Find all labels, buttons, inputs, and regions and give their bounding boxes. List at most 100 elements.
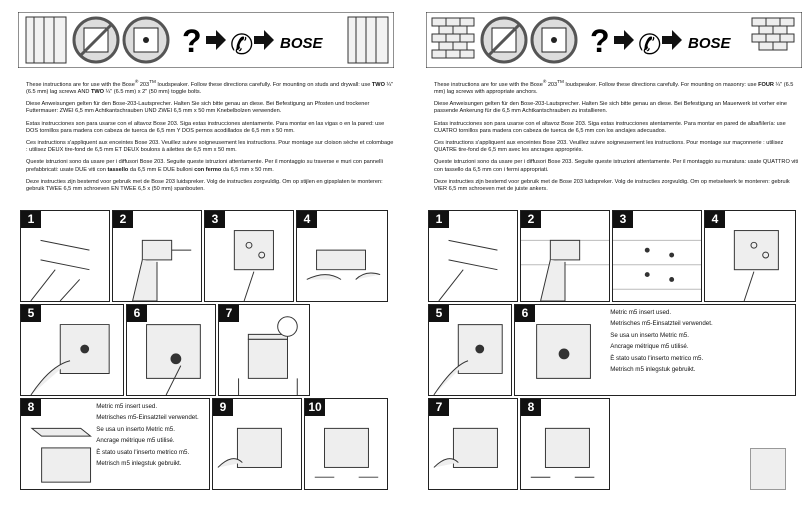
no-studs-icon <box>72 16 120 64</box>
step-panel: 8 <box>520 398 610 490</box>
step-panel: 7 <box>428 398 518 490</box>
phone-icon: ✆ <box>638 28 661 61</box>
intro-it: Queste istruzioni sono da usare per i di… <box>434 159 799 173</box>
step-number: 6 <box>515 305 535 322</box>
step-number: 5 <box>429 305 449 322</box>
phone-icon: ✆ <box>230 28 253 61</box>
intro-nl: Deze instructies zijn bestemd voor gebru… <box>26 178 383 193</box>
metric-line: Metrisches m5-Einsatzteil verwendet. <box>96 414 199 422</box>
page-turn-icon <box>750 448 786 490</box>
metric-line: Se usa un inserto Metric m5. <box>610 331 689 339</box>
arrow-icon <box>206 30 226 50</box>
step-illustration <box>521 239 609 301</box>
step-number: 2 <box>521 211 541 228</box>
intro-es: Estas instrucciones son para usarse con … <box>26 120 385 134</box>
step-illustration <box>30 324 110 395</box>
right-banner-art: ? ✆ BOSE <box>425 11 803 69</box>
intro-fr: Ces instructions s'appliquent aux encein… <box>434 140 784 154</box>
metric-line: Metrisch m5 inlegstuk gebruikt. <box>96 460 182 468</box>
metric-line: Ancrage métrique m5 utilisé. <box>96 437 175 445</box>
metric-line: È stato usato l'inserto metrico m5. <box>610 354 704 362</box>
intro-en: These instructions are for use with the … <box>434 79 794 96</box>
left-banner: ? ✆ BOSE <box>17 11 395 69</box>
step-number: 6 <box>127 305 147 322</box>
left-page: ? ✆ BOSE These instructions are for use … <box>12 0 402 510</box>
step-illustration <box>613 239 701 290</box>
step-illustration <box>438 239 498 301</box>
wall-panel-icon <box>25 16 67 64</box>
step-illustration <box>132 239 192 301</box>
metric-line: Metrisch m5 inlegstuk gebruikt. <box>610 366 696 374</box>
step-panel: 2 <box>520 210 610 302</box>
metric-line: È stato usato l'inserto metrico m5. <box>96 448 190 456</box>
step-number: 2 <box>113 211 133 228</box>
left-instructions: These instructions are for use with the … <box>26 78 396 198</box>
step-panel-metric: 6 Metric m5 insert used. Metrisches m5-E… <box>514 304 796 396</box>
no-mount-icon <box>122 16 170 64</box>
step-illustration <box>30 239 90 301</box>
step-panel: 1 <box>20 210 110 302</box>
step-illustration <box>530 427 595 478</box>
step-number: 5 <box>21 305 41 322</box>
right-banner: ? ✆ BOSE <box>425 11 803 69</box>
step-number: 8 <box>521 399 541 416</box>
intro-nl: Deze instructies zijn bestemd voor gebru… <box>434 178 790 193</box>
step-illustration <box>238 316 298 395</box>
step-number: 1 <box>21 211 41 228</box>
step-panel: 6 <box>126 304 216 396</box>
step-illustration <box>30 427 92 483</box>
step-illustration <box>217 427 282 468</box>
step-illustration <box>306 249 381 280</box>
bose-logo: BOSE <box>280 35 324 52</box>
step-panel: 3 <box>612 210 702 302</box>
bose-logo: BOSE <box>688 35 732 52</box>
brick-wall-icon <box>431 17 475 59</box>
step-panel: 1 <box>428 210 518 302</box>
left-banner-art: ? ✆ BOSE <box>17 11 395 69</box>
metric-line: Ancrage métrique m5 utilisé. <box>610 343 689 351</box>
step-illustration <box>314 427 379 478</box>
step-illustration <box>146 324 201 395</box>
step-number: 10 <box>305 399 325 416</box>
step-panel: 7 <box>218 304 310 396</box>
step-number: 3 <box>613 211 633 228</box>
metric-line: Se usa un inserto Metric m5. <box>96 425 175 433</box>
step-panel: 2 <box>112 210 202 302</box>
step-illustration <box>536 324 591 379</box>
intro-en: These instructions are for use with the … <box>26 79 394 96</box>
step-illustration <box>233 230 274 301</box>
step-panel: 3 <box>204 210 294 302</box>
step-number: 8 <box>21 399 41 416</box>
intro-de: Diese Anweisungen gelten für den Bose-20… <box>434 101 787 115</box>
step-panel: 5 <box>20 304 124 396</box>
step-number: 9 <box>213 399 233 416</box>
intro-fr: Ces instructions s'appliquent aux encein… <box>26 140 394 154</box>
step-panel-metric: 8 Metric m5 insert used. Metrisches m5-E… <box>20 398 210 490</box>
metric-line: Metric m5 insert used. <box>610 309 672 316</box>
step-number: 1 <box>429 211 449 228</box>
no-mount-icon <box>530 16 578 64</box>
intro-it: Queste istruzioni sono da usare per i di… <box>26 159 383 173</box>
step-panel: 4 <box>704 210 796 302</box>
step-number: 3 <box>205 211 225 228</box>
metric-line: Metrisches m5-Einsatzteil verwendet. <box>610 320 713 328</box>
step-panel: 9 <box>212 398 302 490</box>
step-number: 7 <box>429 399 449 416</box>
metric-note: Metric m5 insert used. Metrisches m5-Ein… <box>610 309 778 377</box>
step-panel: 10 <box>304 398 388 490</box>
right-page: ? ✆ BOSE These instructions are for use … <box>420 0 808 510</box>
right-instructions: These instructions are for use with the … <box>434 78 804 198</box>
step-number: 4 <box>705 211 725 228</box>
no-studs-icon <box>480 16 528 64</box>
metric-line: Metric m5 insert used. <box>96 403 158 410</box>
step-number: 7 <box>219 305 239 322</box>
question-icon: ? <box>182 23 202 59</box>
step-number: 4 <box>297 211 317 228</box>
step-illustration <box>433 324 503 395</box>
step-illustration <box>733 230 779 301</box>
question-icon: ? <box>590 23 610 59</box>
step-panel: 4 <box>296 210 388 302</box>
intro-de: Diese Anweisungen gelten für den Bose-20… <box>26 101 370 115</box>
step-illustration <box>433 427 498 468</box>
step-panel: 5 <box>428 304 512 396</box>
